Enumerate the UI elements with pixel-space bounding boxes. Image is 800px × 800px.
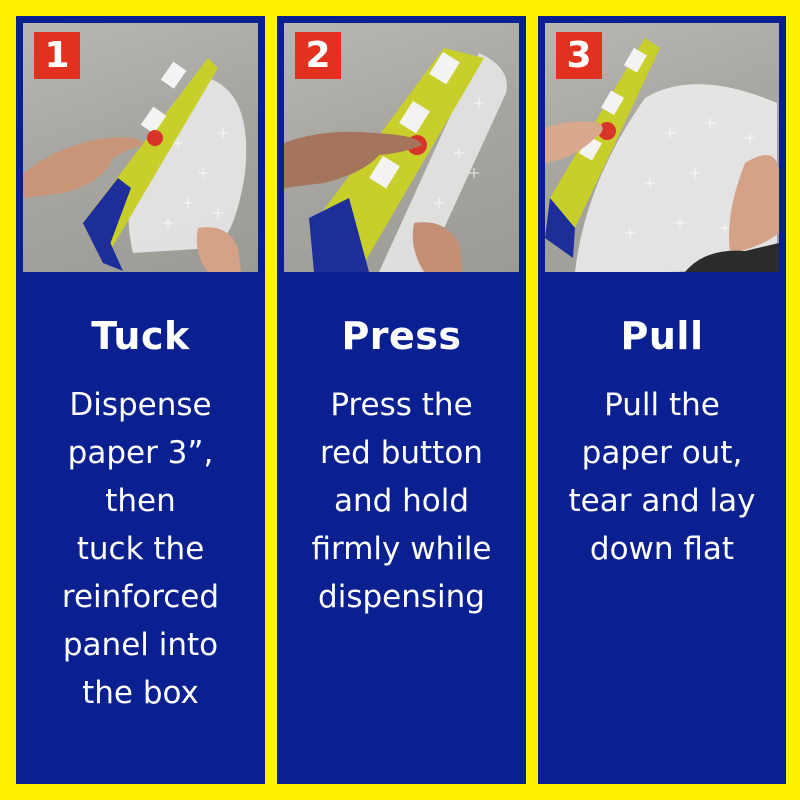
step-panel-2: 2 Press Press the red button and hold fi… — [277, 16, 526, 784]
description-line: paper 3”, — [67, 435, 214, 471]
description-line: Press the — [330, 387, 473, 423]
description-line: down flat — [589, 531, 735, 567]
step-panel-3: 3 Pull Pull the paper out, tear and lay … — [538, 16, 786, 784]
box-and-paper-illustration — [545, 38, 779, 272]
step-description: Pull the paper out, tear and lay down fl… — [538, 381, 786, 573]
box-and-paper-illustration — [23, 58, 247, 272]
description-line: firmly while — [311, 531, 492, 567]
description-line: paper out, — [581, 435, 743, 471]
box-and-paper-illustration — [284, 48, 507, 272]
description-line: tuck the — [76, 531, 205, 567]
description-line: red button — [320, 435, 483, 471]
step-description: Dispense paper 3”, then tuck the reinfor… — [16, 381, 265, 717]
description-line: then — [105, 483, 176, 519]
description-line: dispensing — [318, 579, 485, 615]
description-line: and hold — [333, 483, 470, 519]
description-line: the box — [82, 675, 199, 711]
step-title: Pull — [620, 314, 704, 358]
step-1-photo: 1 — [23, 23, 258, 272]
step-3-photo: 3 — [545, 23, 779, 272]
step-title: Tuck — [91, 314, 190, 358]
step-title: Press — [341, 314, 462, 358]
step-number-badge: 2 — [295, 32, 341, 79]
description-line: tear and lay — [568, 483, 756, 519]
description-line: Dispense — [69, 387, 212, 423]
step-description: Press the red button and hold firmly whi… — [277, 381, 526, 621]
step-number-badge: 3 — [556, 32, 602, 79]
step-2-photo: 2 — [284, 23, 519, 272]
description-line: reinforced — [61, 579, 220, 615]
description-line: panel into — [62, 627, 219, 663]
step-panel-1: 1 Tuck Dispense paper 3”, then tuck the … — [16, 16, 265, 784]
description-line: Pull the — [604, 387, 720, 423]
step-number-badge: 1 — [34, 32, 80, 79]
